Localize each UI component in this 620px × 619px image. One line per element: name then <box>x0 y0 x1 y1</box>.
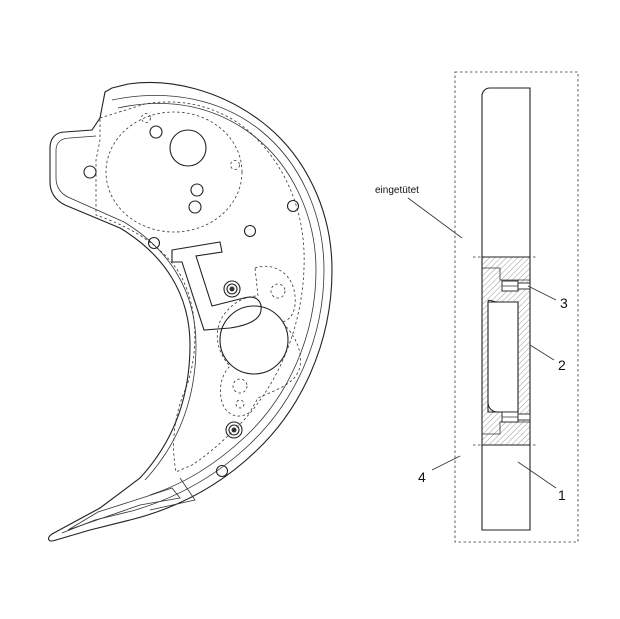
leader-4 <box>431 455 461 471</box>
hole <box>230 160 240 170</box>
section-step <box>482 267 530 281</box>
shoe-outer-contour <box>47 81 333 542</box>
shoe-tip-line <box>149 477 196 511</box>
part-label-4: 4 <box>418 469 426 485</box>
part-label-2: 2 <box>558 357 566 373</box>
hole <box>232 378 248 394</box>
leader-annotation <box>407 197 463 239</box>
shoe-inner-contour <box>55 95 325 534</box>
shoe-lining-line <box>117 103 317 496</box>
section-cavity <box>487 301 519 413</box>
hole <box>147 236 161 250</box>
shoe-tip-detail <box>67 487 181 531</box>
fastener-lower <box>501 411 531 423</box>
part-label-3: 3 <box>560 295 568 311</box>
large-hole <box>169 129 207 167</box>
leader-2 <box>529 344 555 361</box>
hole <box>141 113 151 123</box>
plate-dotted-outline <box>95 101 305 473</box>
part-label-1: 1 <box>558 487 566 503</box>
hole <box>243 224 257 238</box>
lower-dotted-region <box>216 265 301 417</box>
center-disk <box>219 305 289 375</box>
brake-shoe-front-view <box>47 81 333 542</box>
annotation-label: eingetütet <box>375 185 419 196</box>
hole <box>235 399 245 409</box>
hub-dotted-circle <box>105 111 243 233</box>
lower-bolt <box>225 421 243 439</box>
shoe-side-profile <box>481 87 531 531</box>
upper-bolt <box>223 280 241 298</box>
fastener-upper <box>501 280 531 292</box>
hole <box>83 165 97 179</box>
hole <box>270 283 286 299</box>
hole <box>215 464 229 478</box>
l-lever <box>171 241 262 331</box>
bag-outline <box>454 71 579 543</box>
section-view: eingetütet 3 2 1 4 <box>375 71 579 543</box>
leader-1 <box>517 461 557 489</box>
hole <box>188 200 202 214</box>
leader-3 <box>527 285 557 301</box>
hole <box>286 199 300 213</box>
hole <box>149 125 163 139</box>
hole <box>190 183 204 197</box>
